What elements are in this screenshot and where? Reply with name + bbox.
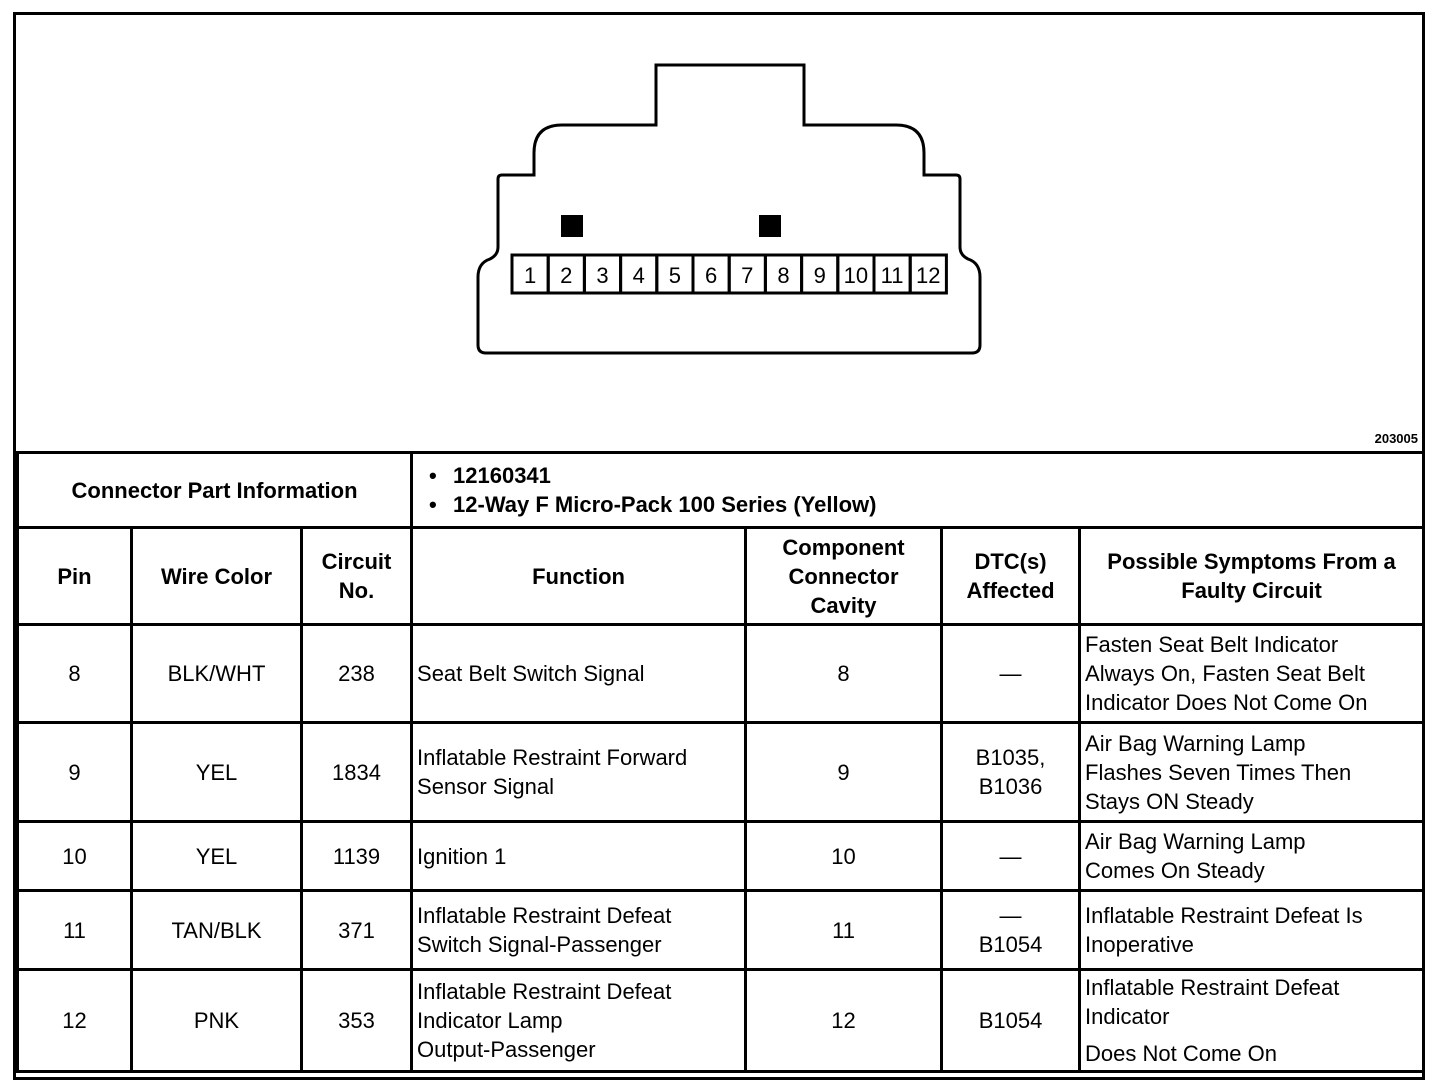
table-row: 8 BLK/WHT 238 Seat Belt Switch Signal 8 … — [16, 623, 1426, 724]
part-info-item: 12-Way F Micro-Pack 100 Series (Yellow) — [429, 490, 1418, 519]
pin-label-1: 1 — [524, 263, 536, 288]
header-function: Function — [410, 526, 748, 626]
dtc-cell: — — [940, 623, 1082, 724]
dtc-cell: B1054 — [940, 968, 1082, 1073]
circuit-cell: 1139 — [299, 820, 414, 892]
pin-label-7: 7 — [741, 263, 753, 288]
circuit-cell: 1834 — [299, 721, 414, 823]
function-cell: Ignition 1 — [410, 820, 748, 892]
pin-label-3: 3 — [596, 263, 608, 288]
dtc-cell: — — [940, 820, 1082, 892]
pin-cell: 8 — [16, 623, 133, 724]
table-row: 11 TAN/BLK 371 Inflatable Restraint Defe… — [16, 889, 1426, 971]
cavity-cell: 11 — [744, 889, 944, 971]
terminal-marker-7 — [759, 215, 781, 237]
pin-label-9: 9 — [814, 263, 826, 288]
pin-cavity-12 — [908, 253, 948, 295]
pin-cell: 9 — [16, 721, 133, 823]
terminal-marker-2 — [561, 215, 583, 237]
cavity-cell: 10 — [744, 820, 944, 892]
wire-color-cell: BLK/WHT — [130, 623, 303, 724]
pin-label-2: 2 — [560, 263, 572, 288]
table-row: 10 YEL 1139 Ignition 1 10 — Air Bag Warn… — [16, 820, 1426, 892]
pin-label-6: 6 — [705, 263, 717, 288]
dtc-cell: B1035,B1036 — [940, 721, 1082, 823]
connector-body-outline — [476, 63, 982, 355]
part-info-label: Connector Part Information — [15, 451, 414, 529]
header-wire-color: Wire Color — [130, 526, 303, 626]
wire-color-cell: TAN/BLK — [130, 889, 303, 971]
circuit-cell: 353 — [299, 968, 414, 1073]
part-info-list: 12160341 12-Way F Micro-Pack 100 Series … — [410, 451, 1426, 529]
cavity-cell: 8 — [744, 623, 944, 724]
cavity-cell: 12 — [744, 968, 944, 1073]
pin-label-12: 12 — [916, 263, 940, 288]
pin-cell: 11 — [16, 889, 133, 971]
wire-color-cell: YEL — [130, 820, 303, 892]
header-pin: Pin — [16, 526, 133, 626]
pin-cell: 12 — [16, 968, 133, 1073]
pin-label-11: 11 — [881, 263, 904, 288]
pin-label-8: 8 — [777, 263, 789, 288]
function-cell: Seat Belt Switch Signal — [410, 623, 748, 724]
pin-label-4: 4 — [633, 263, 645, 288]
figure-id: 203005 — [1374, 431, 1418, 446]
header-dtc: DTC(s)Affected — [940, 526, 1082, 626]
connector-table: Connector Part Information 12160341 12-W… — [15, 451, 1426, 1073]
circuit-cell: 371 — [299, 889, 414, 971]
wire-color-cell: YEL — [130, 721, 303, 823]
dtc-cell: —B1054 — [940, 889, 1082, 971]
part-info-row: Connector Part Information 12160341 12-W… — [15, 451, 1426, 529]
part-info-item: 12160341 — [429, 461, 1418, 490]
pin-label-5: 5 — [669, 263, 681, 288]
circuit-cell: 238 — [299, 623, 414, 724]
pin-label-10: 10 — [844, 263, 868, 288]
cavity-cell: 9 — [744, 721, 944, 823]
pin-cell: 10 — [16, 820, 133, 892]
wire-color-cell: PNK — [130, 968, 303, 1073]
